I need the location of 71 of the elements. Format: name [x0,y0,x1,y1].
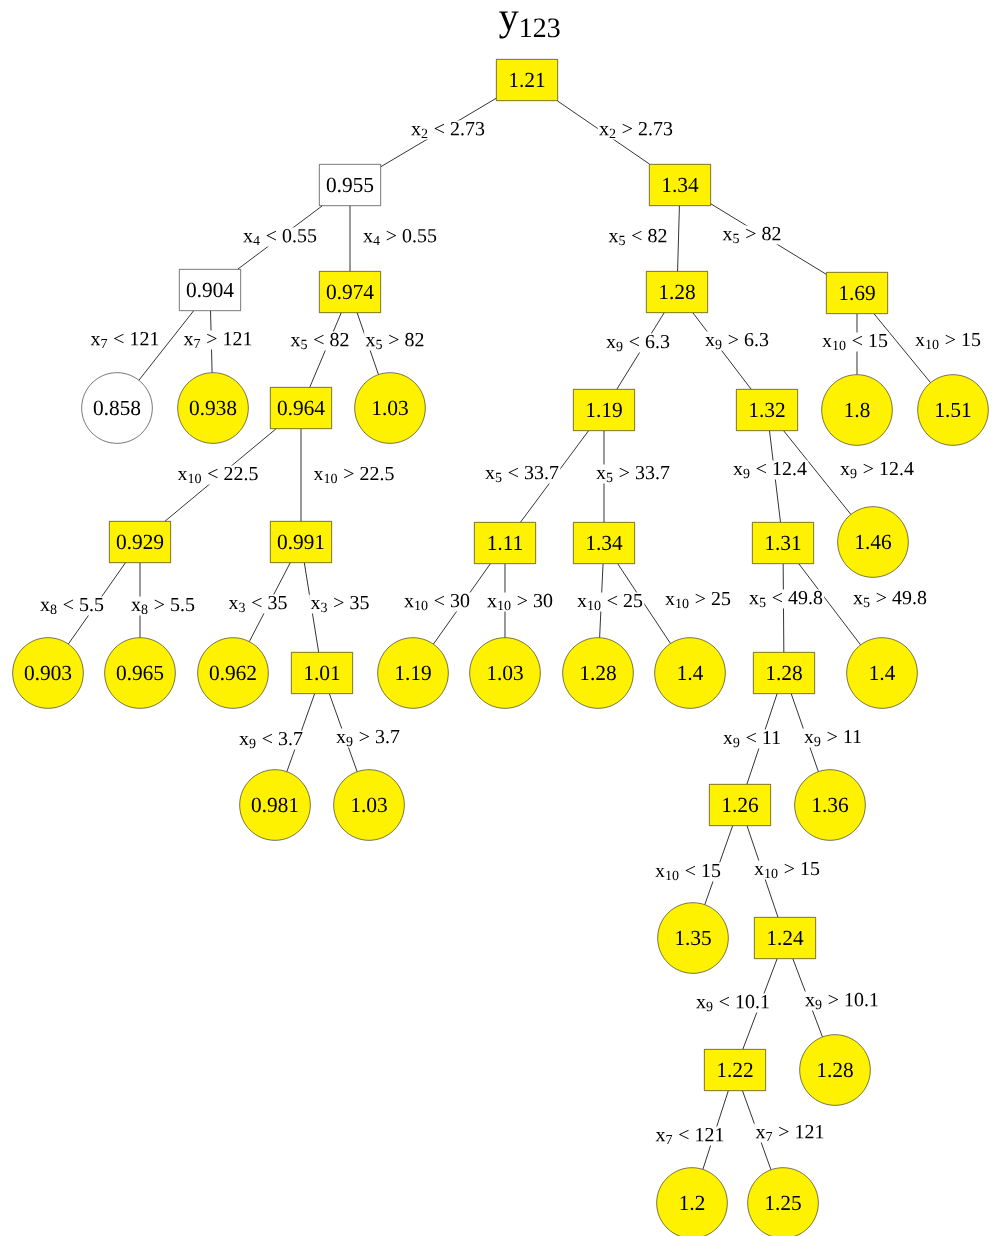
split-condition: x$_{4}$ > 0.55 [361,227,439,247]
split-condition: x$_{10}$ < 15 [653,862,723,882]
branch-line [677,205,680,272]
split-node-box: 0.974 [319,271,381,313]
split-condition: x$_{7}$ < 121 [89,330,161,350]
split-node-box: 1.31 [752,522,814,564]
split-node-box: 0.955 [319,164,381,206]
split-node-box: 1.26 [709,784,771,826]
split-node-box: 1.28 [753,652,815,694]
split-condition: x$_{9}$ < 11 [721,729,783,749]
split-node-box: 1.34 [649,164,711,206]
branch-line [873,313,931,383]
split-node-box: 1.01 [291,652,353,694]
split-condition: x$_{9}$ > 6.3 [703,331,771,351]
split-condition: x$_{9}$ > 10.1 [803,991,881,1011]
split-condition: x$_{10}$ > 30 [485,592,555,612]
split-condition: x$_{5}$ > 33.7 [594,464,672,484]
split-condition: x$_{9}$ < 6.3 [604,333,672,353]
title: y$_{123}$ [499,11,560,39]
branch-line [603,430,605,523]
split-node-box: 1.11 [474,522,536,564]
split-condition: x$_{8}$ < 5.5 [38,596,106,616]
split-node-box: 0.929 [109,521,171,563]
split-node-box: 0.964 [270,387,332,429]
split-condition: x$_{9}$ > 3.7 [334,728,402,748]
split-condition: x$_{3}$ > 35 [309,594,371,614]
split-condition: x$_{9}$ > 11 [802,728,864,748]
split-condition: x$_{10}$ < 15 [820,332,890,352]
split-condition: x$_{9}$ > 12.4 [838,460,916,480]
split-condition: x$_{10}$ > 15 [752,860,822,880]
branch-line [617,563,671,644]
split-condition: x$_{2}$ > 2.73 [597,120,675,140]
split-condition: x$_{8}$ > 5.5 [129,596,197,616]
split-condition: x$_{9}$ < 3.7 [237,730,305,750]
split-node-box: 0.904 [179,269,241,311]
branch-line [300,428,302,522]
split-condition: x$_{5}$ < 82 [607,227,669,247]
split-node-box: 1.69 [826,272,888,314]
split-condition: x$_{10}$ > 25 [663,590,733,610]
split-condition: x$_{5}$ > 49.8 [851,589,929,609]
branch-line [783,430,852,515]
split-condition: x$_{5}$ < 49.8 [747,589,825,609]
split-condition: x$_{5}$ < 82 [289,331,351,351]
split-condition: x$_{7}$ > 121 [754,1123,826,1143]
branch-line [798,563,861,646]
split-node-box: 1.21 [496,59,558,101]
split-node-box: 1.19 [573,389,635,431]
split-condition: x$_{2}$ < 2.73 [409,120,487,140]
split-node-box: 1.22 [704,1049,766,1091]
split-node-box: 1.34 [573,522,635,564]
split-node-box: 0.991 [270,521,332,563]
split-node-box: 1.24 [754,917,816,959]
split-condition: x$_{9}$ < 12.4 [731,460,809,480]
split-condition: x$_{10}$ > 22.5 [312,465,396,485]
branch-line [349,205,351,272]
split-condition: x$_{5}$ < 33.7 [483,464,561,484]
split-condition: x$_{3}$ < 35 [227,594,289,614]
split-condition: x$_{7}$ > 121 [182,330,254,350]
split-condition: x$_{10}$ < 25 [575,592,645,612]
split-node-box: 1.32 [736,389,798,431]
split-condition: x$_{5}$ > 82 [721,225,783,245]
split-condition: x$_{9}$ < 10.1 [694,993,772,1013]
split-condition: x$_{10}$ < 22.5 [176,465,260,485]
split-condition: x$_{5}$ > 82 [364,331,426,351]
branch-line [520,430,589,523]
split-condition: x$_{4}$ < 0.55 [241,227,319,247]
split-condition: x$_{10}$ < 30 [402,592,472,612]
split-condition: x$_{10}$ > 15 [913,331,983,351]
split-node-box: 1.28 [646,271,708,313]
split-condition: x$_{7}$ < 121 [654,1126,726,1146]
branch-line [138,310,194,381]
